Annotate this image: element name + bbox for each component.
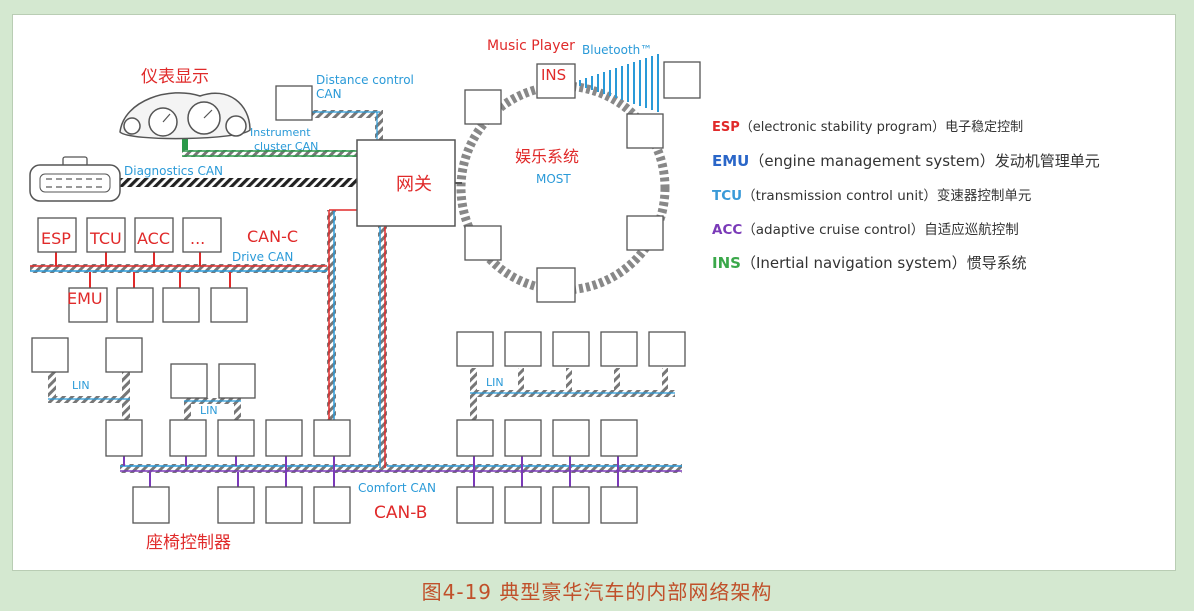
esp-ecu-box xyxy=(37,217,77,253)
can-b-label: CAN-B xyxy=(374,503,427,523)
drive-can-stubs xyxy=(55,252,231,290)
diagnostic-connector-icon xyxy=(29,156,121,202)
gateway-box xyxy=(356,139,456,227)
legend-row-ins: INS（Inertial navigation system）惯导系统 xyxy=(712,252,1100,286)
bluetooth-label: Bluetooth™ xyxy=(582,43,652,57)
lin-bus-left xyxy=(48,372,130,420)
drive-can-label: Drive CAN xyxy=(232,250,293,264)
legend-abbr: TCU xyxy=(712,188,743,204)
more-ecu-box xyxy=(182,217,222,253)
legend-description: （engine management system）发动机管理单元 xyxy=(749,152,1100,170)
bluetooth-device-box xyxy=(663,61,701,99)
ins-label: INS xyxy=(541,66,566,84)
lin-bus-middle xyxy=(184,398,241,420)
bluetooth-signal-icon xyxy=(579,54,659,112)
lin-ecu-boxes xyxy=(31,331,686,399)
comfort-can-stubs xyxy=(123,456,619,488)
emu-ecu-box xyxy=(68,287,108,323)
seat-controller-label: 座椅控制器 xyxy=(146,533,231,553)
gateway-label: 网关 xyxy=(396,174,432,195)
comfort-can-ecu-boxes xyxy=(105,419,638,524)
drive-can-drop xyxy=(327,270,336,420)
emu-label: EMU xyxy=(67,289,103,308)
legend-row-tcu: TCU（transmission control unit）变速器控制单元 xyxy=(712,184,1100,218)
most-nodes xyxy=(464,63,664,303)
diagnostics-can-label: Diagnostics CAN xyxy=(124,164,223,178)
lin-label-right: LIN xyxy=(486,376,504,389)
instrument-cluster-icon xyxy=(119,92,251,140)
most-label: MOST xyxy=(536,172,571,186)
instrument-cluster-can-label-line2: cluster CAN xyxy=(254,140,318,153)
tcu-label: TCU xyxy=(89,229,122,248)
legend-description: （adaptive cruise control）自适应巡航控制 xyxy=(742,222,1019,238)
ellipsis-label: ... xyxy=(190,229,205,248)
lin-label-left: LIN xyxy=(72,379,90,392)
legend-row-esp: ESP（electronic stability program）电子稳定控制 xyxy=(712,116,1100,150)
distance-control-can-label-line1: Distance control xyxy=(316,73,414,87)
figure-caption: 图4-19 典型豪华汽车的内部网络架构 xyxy=(421,580,773,604)
distance-control-box xyxy=(275,85,313,121)
instrument-cluster-can-bus xyxy=(182,134,358,157)
drive-can-riser xyxy=(327,209,358,270)
can-c-label: CAN-C xyxy=(247,227,298,246)
ins-node-box xyxy=(536,63,576,99)
comfort-can-bus xyxy=(120,464,682,473)
diagnostics-can-bus xyxy=(120,178,358,187)
esp-label: ESP xyxy=(41,229,71,248)
legend-abbr: INS xyxy=(712,254,741,272)
entertainment-label: 娱乐系统 xyxy=(515,147,579,166)
legend-description: （Inertial navigation system）惯导系统 xyxy=(740,254,1027,272)
tcu-ecu-box xyxy=(86,217,126,253)
instrument-cluster-can-label-line1: Instrument xyxy=(250,126,311,139)
legend-abbr: EMU xyxy=(712,152,750,170)
legend-description: （transmission control unit）变速器控制单元 xyxy=(742,188,1032,204)
comfort-can-label: Comfort CAN xyxy=(358,481,436,495)
lin-bus-right xyxy=(470,368,675,420)
legend-description: （electronic stability program）电子稳定控制 xyxy=(739,120,1024,135)
cluster-display-label: 仪表显示 xyxy=(141,67,209,87)
distance-control-can-label-line2: CAN xyxy=(316,87,342,101)
legend-row-acc: ACC（adaptive cruise control）自适应巡航控制 xyxy=(712,218,1100,252)
legend-abbr: ACC xyxy=(712,222,743,238)
comfort-can-riser xyxy=(378,226,387,468)
music-player-label: Music Player xyxy=(487,38,575,54)
drive-can-ecu-boxes xyxy=(37,217,248,323)
acc-ecu-box xyxy=(134,217,174,253)
legend-abbr: ESP xyxy=(712,120,740,135)
drive-can-bus xyxy=(30,264,336,273)
lin-label-middle: LIN xyxy=(200,404,218,417)
acc-label: ACC xyxy=(137,229,170,248)
legend-row-emu: EMU（engine management system）发动机管理单元 xyxy=(712,150,1100,184)
